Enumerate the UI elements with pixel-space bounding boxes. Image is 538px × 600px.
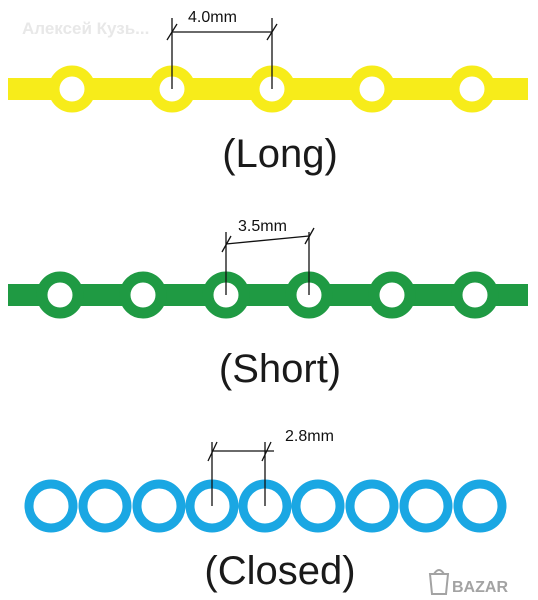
chain-long-dimension: 4.0mm <box>166 9 278 89</box>
chain-short-dimension: 3.5mm <box>221 218 315 295</box>
chain-long-ring <box>448 65 496 113</box>
chain-long: 4.0mm (Long) <box>8 9 528 176</box>
chain-closed-ring <box>291 479 345 533</box>
dimension-tick-right <box>261 441 272 462</box>
chain-closed-ring <box>132 479 186 533</box>
dimension-tick-left <box>221 235 232 253</box>
dimension-tick-right <box>266 23 278 41</box>
bag-icon <box>428 569 450 595</box>
chain-closed-ring <box>399 479 453 533</box>
chain-long-caption: (Long) <box>222 132 338 176</box>
watermark-text: Алексей Кузь... <box>22 19 149 38</box>
chain-short-caption: (Short) <box>219 347 341 391</box>
chain-closed-ring <box>345 479 399 533</box>
chain-short-ring <box>36 271 84 319</box>
chain-closed-ring <box>453 479 507 533</box>
chain-long-ring <box>48 65 96 113</box>
chain-long-dimension-label: 4.0mm <box>188 9 237 26</box>
chain-closed-dimension: 2.8mm <box>207 428 334 506</box>
dimension-tick-right <box>304 227 315 245</box>
chain-short: 3.5mm (Short) <box>8 218 528 391</box>
chain-closed-ring <box>78 479 132 533</box>
bazar-logo-text: BAZAR <box>452 579 508 596</box>
chain-closed: 2.8mm (Closed) <box>24 428 507 593</box>
dimension-tick-left <box>166 23 178 41</box>
bazar-logo: BAZAR <box>428 569 508 596</box>
chain-short-ring <box>368 271 416 319</box>
chain-short-strip <box>8 284 528 306</box>
chain-closed-caption: (Closed) <box>204 549 355 593</box>
chain-short-ring <box>119 271 167 319</box>
chain-closed-dimension-label: 2.8mm <box>285 428 334 445</box>
chain-closed-ring <box>24 479 78 533</box>
dimension-arrow-line <box>225 235 310 245</box>
chain-long-ring <box>348 65 396 113</box>
dimension-tick-left <box>207 441 218 462</box>
chain-short-ring <box>451 271 499 319</box>
chain-short-dimension-label: 3.5mm <box>238 218 287 235</box>
